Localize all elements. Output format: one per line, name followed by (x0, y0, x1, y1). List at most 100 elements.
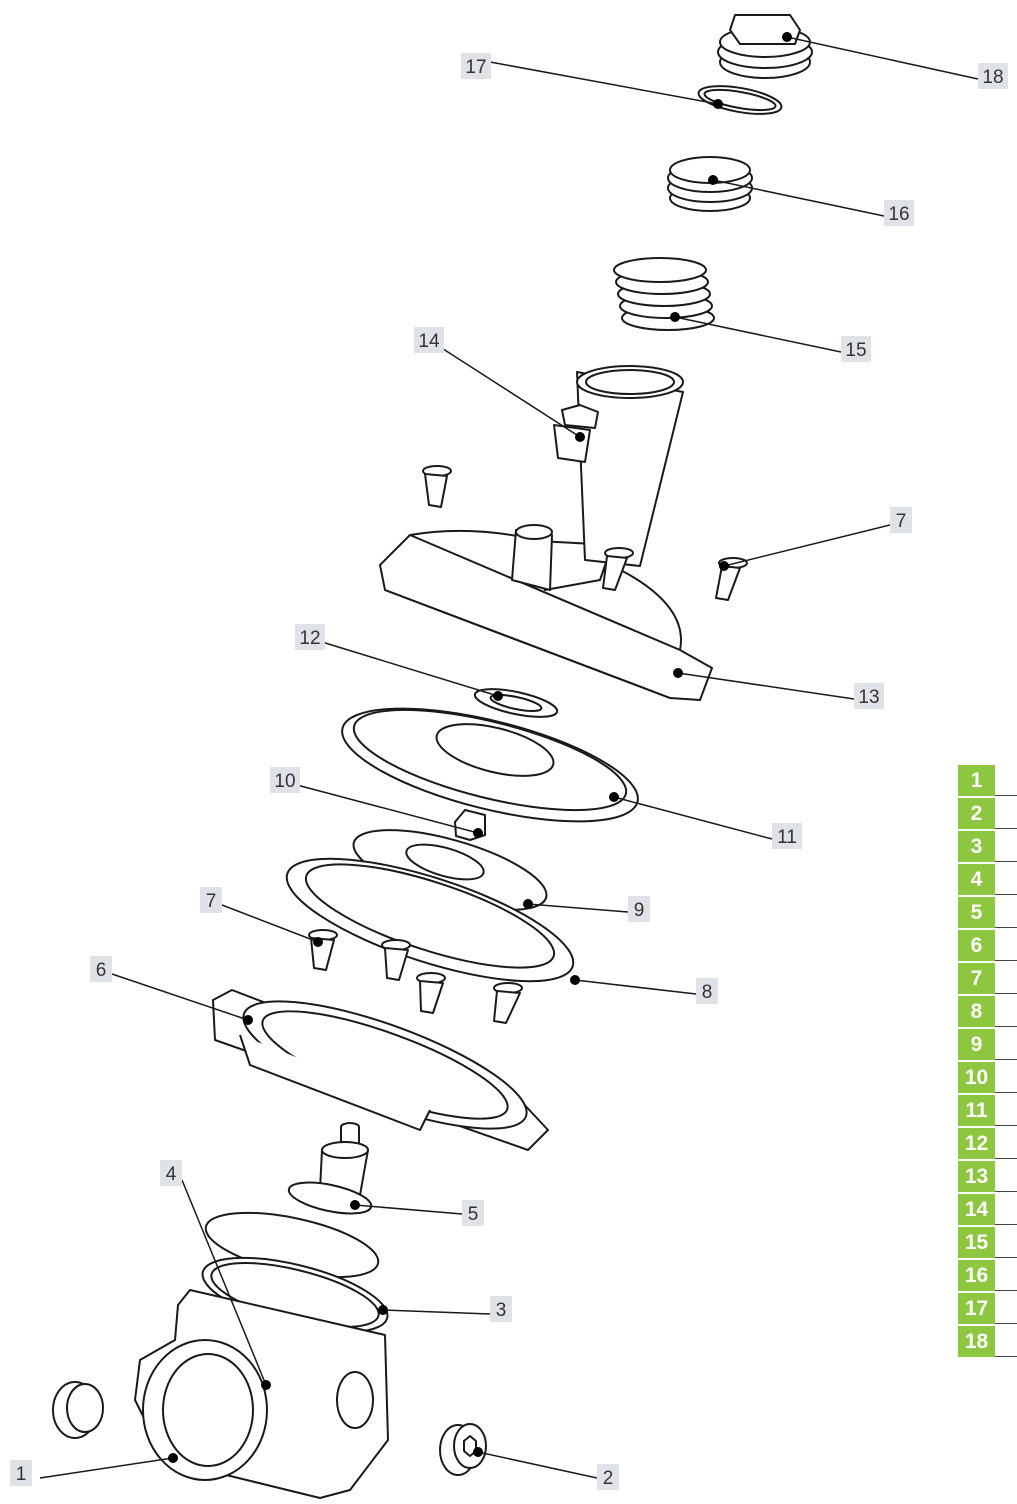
legend-row: 10 (958, 1062, 1017, 1095)
legend-line (995, 1158, 1017, 1159)
bonnet-part-13 (379, 365, 713, 701)
callout-box-18 (978, 63, 1008, 89)
legend-number: 14 (958, 1194, 995, 1225)
callout-box-8 (696, 978, 718, 1004)
legend-row: 4 (958, 864, 1017, 897)
legend-row: 8 (958, 996, 1017, 1029)
callout-label-2: 2 (603, 1468, 614, 1489)
legend-number: 5 (958, 897, 995, 928)
legend-number: 16 (958, 1260, 995, 1291)
legend-number: 4 (958, 864, 995, 895)
legend-number: 17 (958, 1293, 995, 1324)
support-disc-part-8 (285, 857, 575, 983)
leader-line-15 (674, 316, 842, 353)
legend-number: 15 (958, 1227, 995, 1258)
intermediate-body-part-6 (212, 989, 549, 1151)
callout-box-12 (295, 624, 325, 650)
callout-label-4: 4 (166, 1164, 177, 1185)
legend-line (995, 1290, 1017, 1291)
legend-line (995, 1059, 1017, 1060)
callout-box-9 (628, 896, 650, 922)
legend-line (995, 927, 1017, 928)
legend-row: 12 (958, 1128, 1017, 1161)
callout-label-6: 6 (96, 960, 107, 981)
legend-number: 9 (958, 1029, 995, 1060)
seal-ring-part-3 (201, 1211, 389, 1334)
leader-dot-7 (719, 561, 729, 571)
callout-label-7: 7 (896, 511, 907, 532)
callout-label-1: 1 (16, 1464, 27, 1485)
legend-line (995, 1092, 1017, 1093)
callout-box-13 (854, 683, 884, 709)
screw-part-7-low-3 (416, 972, 446, 1014)
legend-line (995, 894, 1017, 895)
legend-line (995, 1026, 1017, 1027)
legend-row: 15 (958, 1227, 1017, 1260)
callout-label-3: 3 (496, 1300, 507, 1321)
legend-line (995, 861, 1017, 862)
threaded-plug-part-16 (667, 156, 753, 212)
callout-box-7 (890, 507, 912, 533)
leader-line-7 (221, 904, 319, 943)
legend-line (995, 795, 1017, 796)
callout-box-15 (841, 336, 871, 362)
leader-dot-5 (350, 1200, 360, 1210)
leader-line-3 (382, 1309, 491, 1315)
legend-line (995, 1125, 1017, 1126)
leader-line-6 (111, 973, 249, 1021)
legend-line (995, 1224, 1017, 1225)
leader-line-17 (489, 61, 719, 105)
callout-box-17 (461, 53, 491, 79)
leader-dot-18 (782, 32, 792, 42)
callout-box-5 (462, 1200, 484, 1226)
callout-box-11 (772, 823, 802, 849)
callout-label-16: 16 (888, 204, 909, 225)
callout-label-11: 11 (777, 827, 797, 848)
legend-number: 13 (958, 1161, 995, 1192)
callout-box-14 (414, 327, 444, 353)
screw-part-7-top-left (422, 465, 452, 508)
leader-dot-15 (670, 312, 680, 322)
leader-line-10 (296, 784, 479, 834)
callout-label-12: 12 (299, 628, 320, 649)
leader-dot-10 (473, 828, 483, 838)
callout-label-14: 14 (418, 331, 440, 352)
legend-line (995, 1257, 1017, 1258)
legend-number: 8 (958, 996, 995, 1027)
leader-dot-8 (570, 975, 580, 985)
legend-number: 7 (958, 963, 995, 994)
leader-dot-17 (713, 99, 723, 109)
leader-line-7 (723, 524, 891, 567)
callout-box-4 (160, 1160, 182, 1186)
legend-number: 11 (958, 1095, 995, 1126)
legend-row: 2 (958, 798, 1017, 831)
legend-row: 14 (958, 1194, 1017, 1227)
legend-row: 1 (958, 765, 1017, 798)
legend-number: 12 (958, 1128, 995, 1159)
part-number-legend: 1 2 3 4 5 6 7 8 9 10 11 12 13 14 15 16 1… (958, 765, 1017, 1359)
leader-dot-4 (261, 1380, 271, 1390)
screw-part-7-low-4 (493, 982, 523, 1024)
legend-row: 5 (958, 897, 1017, 930)
leader-line-9 (527, 903, 629, 913)
leader-dot-2 (473, 1447, 483, 1457)
callout-label-10: 10 (274, 771, 295, 792)
legend-row: 9 (958, 1029, 1017, 1062)
leader-dot-3 (378, 1305, 388, 1315)
legend-line (995, 1191, 1017, 1192)
leader-line-1 (39, 1457, 174, 1479)
callout-box-16 (884, 200, 914, 226)
leader-line-2 (477, 1451, 598, 1479)
callout-label-9: 9 (634, 900, 645, 921)
leader-dot-12 (493, 691, 503, 701)
legend-row: 16 (958, 1260, 1017, 1293)
legend-line (995, 828, 1017, 829)
leader-dot-6 (243, 1015, 253, 1025)
legend-row: 11 (958, 1095, 1017, 1128)
valve-body-part-1 (134, 1289, 389, 1499)
leader-dot-7 (313, 937, 323, 947)
hex-cap-part-18 (717, 14, 813, 79)
leader-line-18 (786, 36, 979, 80)
legend-row: 6 (958, 930, 1017, 963)
legend-number: 10 (958, 1062, 995, 1093)
